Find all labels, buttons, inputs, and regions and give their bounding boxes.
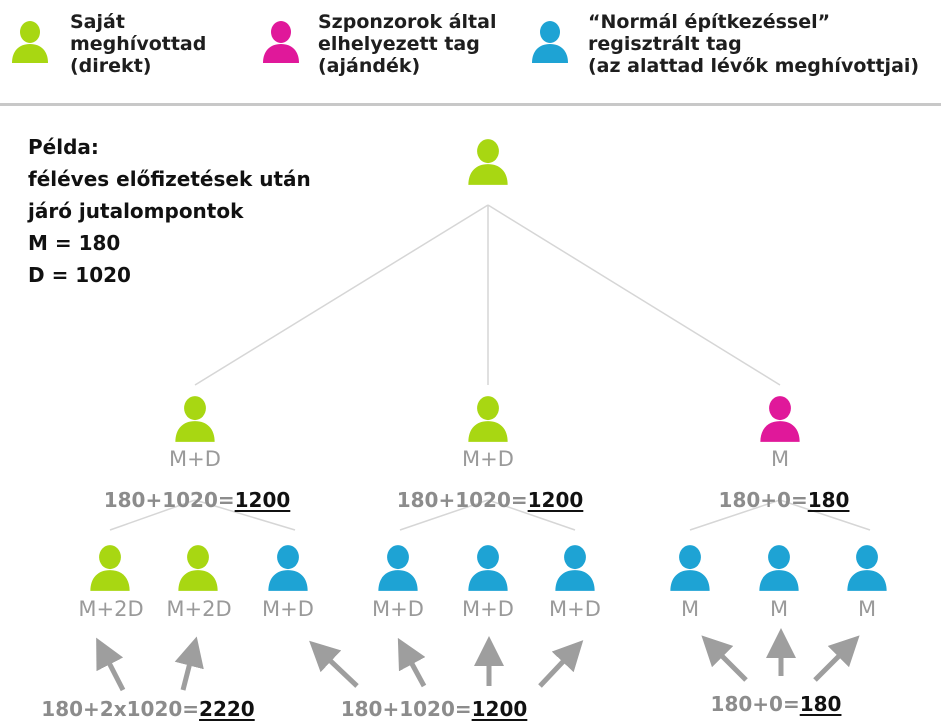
- node-label: M+D: [372, 597, 424, 621]
- legend-line: Szponzorok által: [318, 11, 497, 33]
- legend-line: (ajándék): [318, 55, 421, 77]
- arrow: [309, 640, 359, 688]
- person-icon: [268, 545, 308, 591]
- legend-line: “Normál építkezéssel”: [588, 11, 831, 33]
- node-label: M: [680, 597, 700, 621]
- node-label: M+D: [169, 447, 221, 471]
- legend-line: elhelyezett tag: [318, 33, 480, 55]
- legend-line: regisztrált tag: [588, 33, 742, 55]
- example-line: féléves előfizetések után: [28, 167, 311, 191]
- arrow: [701, 635, 748, 682]
- node-label: M+D: [462, 447, 514, 471]
- arrow: [174, 636, 204, 691]
- person-icon: [468, 545, 508, 591]
- node-label: M: [857, 597, 877, 621]
- calc-result: 180: [799, 692, 842, 716]
- legend-line: Saját: [70, 11, 125, 33]
- points-calculation: 180+1020=1200: [341, 697, 528, 721]
- person-icon: [263, 21, 299, 63]
- person-icon: [847, 545, 887, 591]
- points-calculation: 180+1020=1200: [104, 488, 291, 512]
- person-icon: [759, 545, 799, 591]
- person-icon: [12, 21, 48, 63]
- node-label: M+D: [549, 597, 601, 621]
- calc-formula: 180+1020=: [396, 488, 528, 512]
- example-text: Példa: féléves előfizetések után járó ju…: [28, 131, 311, 291]
- node-label: M: [770, 447, 790, 471]
- legend-line: (direkt): [70, 55, 152, 77]
- points-calculation: 180+2x1020=2220: [41, 697, 254, 721]
- person-icon: [532, 21, 568, 63]
- person-icon: [555, 545, 595, 591]
- node-label: M+D: [462, 597, 514, 621]
- person-icon: [468, 139, 508, 185]
- points-calculation: 180+0=180: [711, 692, 842, 716]
- connector-line: [779, 499, 871, 531]
- calc-result: 2220: [199, 697, 255, 721]
- connector-line: [194, 499, 296, 531]
- connector-line: [194, 204, 489, 386]
- calc-result: 1200: [471, 697, 528, 721]
- person-icon: [760, 396, 800, 442]
- legend-line: (az alattad lévők meghívottjai): [588, 55, 920, 77]
- node-label: M+2D: [78, 597, 144, 621]
- example-line: M = 180: [28, 231, 121, 255]
- connector-line: [689, 499, 781, 531]
- arrow: [96, 637, 126, 692]
- points-calculation: 180+0=180: [719, 488, 850, 512]
- calc-formula: 180+1020=: [340, 697, 472, 721]
- person-icon: [178, 545, 218, 591]
- connector-line: [487, 204, 781, 386]
- arrow: [397, 637, 427, 688]
- example-line: járó jutalompontok: [28, 199, 244, 223]
- calc-formula: 180+0=: [710, 692, 800, 716]
- person-icon: [378, 545, 418, 591]
- node-label: M+D: [262, 597, 314, 621]
- node-label: M: [769, 597, 789, 621]
- calc-result: 180: [807, 488, 850, 512]
- person-icon: [468, 396, 508, 442]
- person-icon: [90, 545, 130, 591]
- arrow: [813, 635, 860, 682]
- example-line: Példa:: [28, 135, 99, 159]
- legend-line: meghívottad: [70, 33, 207, 55]
- node-label: M+2D: [166, 597, 232, 621]
- calc-formula: 180+2x1020=: [41, 697, 200, 721]
- connector-line: [399, 499, 489, 531]
- connector-line: [109, 499, 196, 531]
- calc-result: 1200: [234, 488, 291, 512]
- connector-line: [487, 499, 576, 531]
- example-line: D = 1020: [28, 263, 131, 287]
- arrow: [538, 640, 584, 688]
- person-icon: [175, 396, 215, 442]
- calc-formula: 180+0=: [718, 488, 808, 512]
- person-icon: [670, 545, 710, 591]
- points-calculation: 180+1020=1200: [397, 488, 584, 512]
- calc-formula: 180+1020=: [103, 488, 235, 512]
- divider: [0, 103, 941, 106]
- calc-result: 1200: [527, 488, 584, 512]
